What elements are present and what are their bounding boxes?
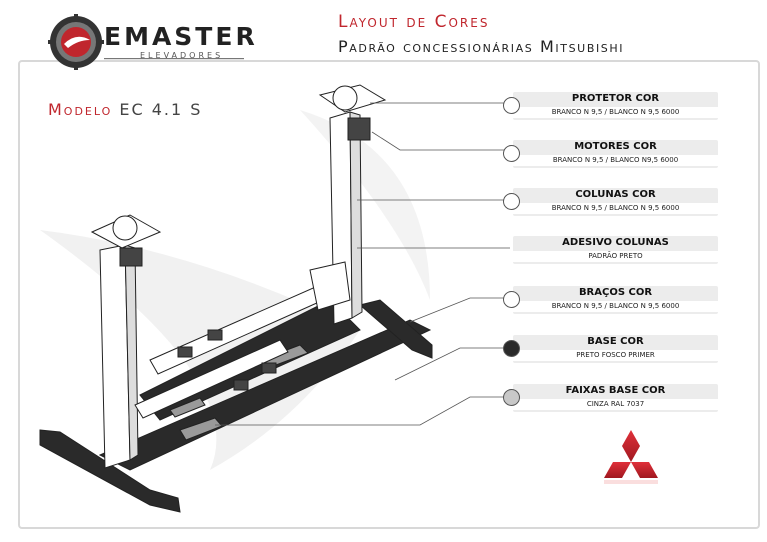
model-heading: Modelo EC 4.1 S [48,100,202,119]
base-stripe [179,417,223,441]
legend-desc: PADRÃO PRETO [513,251,718,262]
lift-pad [233,379,249,391]
brand-name: EMASTER [104,22,258,51]
model-value: EC 4.1 S [119,100,203,119]
legend-desc: CINZA RAL 7037 [513,399,718,410]
model-label: Modelo [48,100,113,119]
color-swatch [503,291,520,308]
color-swatch [503,97,520,114]
emaster-logo [48,14,244,70]
brand-subtitle: ELEVADORES [140,51,224,60]
base-rail-right [358,299,433,359]
arm-joint [309,261,351,311]
legend-name: COLUNAS COR [575,189,656,200]
legend-item-adesivo: ADESIVO COLUNAS PADRÃO PRETO [500,236,718,264]
right-motor [347,117,371,141]
leader-line [371,131,510,151]
legend-item-motores: MOTORES COR BRANCO N 9,5 / BLANCO N9,5 6… [500,140,718,168]
legend-name: MOTORES COR [574,141,657,152]
legend-name: FAIXAS BASE COR [565,385,666,396]
left-motor [119,247,143,267]
leader-line [215,396,510,426]
page-subtitle: Padrão concessionárias Mitsubishi [338,37,625,56]
legend-desc: BRANCO N 9,5 / BLANCO N 9,5 6000 [513,203,718,214]
legend-name: BASE COR [587,336,644,347]
base-stripe [169,397,206,418]
legend-desc: PRETO FOSCO PRIMER [513,350,718,361]
lift-pad [177,346,193,358]
color-swatch [503,193,520,210]
leader-line [409,297,510,323]
legend-item-base: BASE COR PRETO FOSCO PRIMER [500,335,718,363]
legend-desc: BRANCO N 9,5 / BLANCO N9,5 6000 [513,155,718,166]
legend-desc: BRANCO N 9,5 / BLANCO N 9,5 6000 [513,107,718,118]
right-pulley [332,85,358,111]
left-pulley [112,215,138,241]
color-swatch [503,145,520,162]
mitsubishi-logo [604,430,658,484]
legend-name: BRAÇOS COR [578,287,653,298]
legend-item-faixas: FAIXAS BASE COR CINZA RAL 7037 [500,384,718,412]
color-swatch [503,340,520,357]
leader-line [394,347,510,381]
legend-desc: BRANCO N 9,5 / BLANCO N 9,5 6000 [513,301,718,312]
base-rail [39,429,181,513]
right-column-side [349,111,363,319]
legend-item-bracos: BRAÇOS COR BRANCO N 9,5 / BLANCO N 9,5 6… [500,286,718,314]
page-title: Layout de Cores [338,12,490,32]
lift-pad [207,329,223,341]
legend-item-protetor: PROTETOR COR BRANCO N 9,5 / BLANCO N 9,5… [500,92,718,120]
left-column-side [124,244,139,461]
legend-name: PROTETOR COR [571,93,660,104]
legend-item-colunas: COLUNAS COR BRANCO N 9,5 / BLANCO N 9,5 … [500,188,718,216]
lift-pad [261,362,277,374]
legend-name: ADESIVO COLUNAS [562,237,669,248]
arm-lower [134,339,289,419]
color-swatch [503,389,520,406]
